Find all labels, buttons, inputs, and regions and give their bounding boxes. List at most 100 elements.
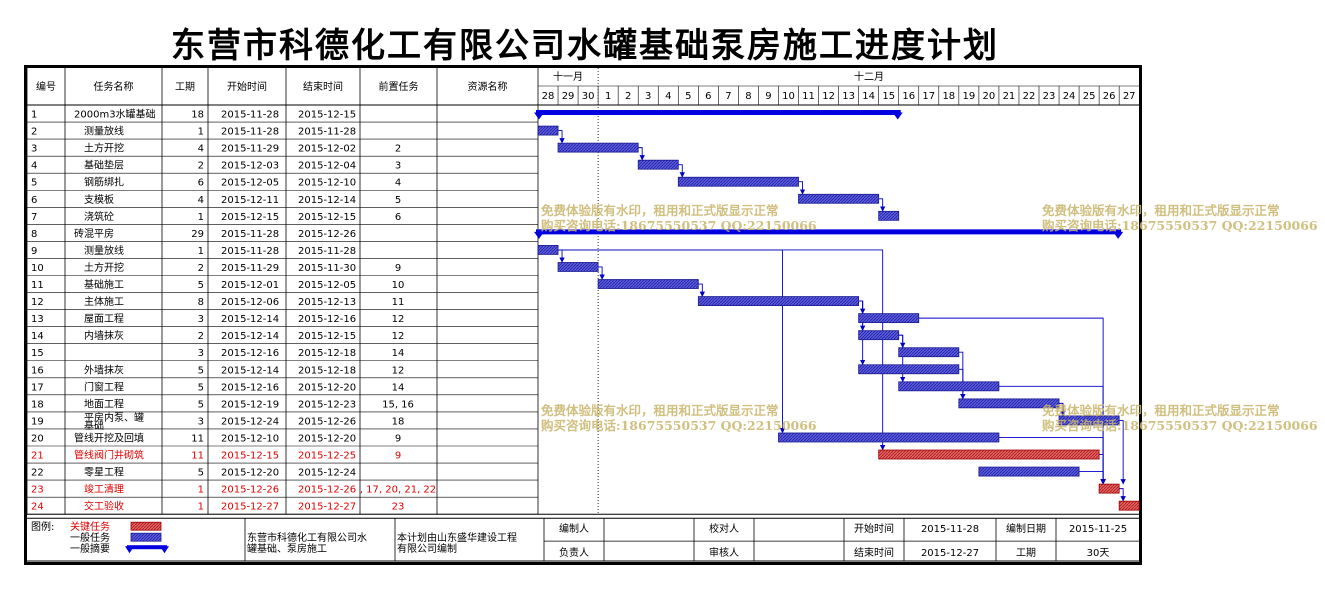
task-bar (557, 262, 599, 272)
task-end: 2015-12-25 (298, 451, 356, 462)
month-label: 十一月 (553, 70, 583, 83)
task-start: 2015-12-19 (221, 399, 279, 410)
task-predecessor: 14 (392, 348, 405, 359)
task-id: 23 (31, 485, 44, 496)
task-duration: 2 (198, 161, 204, 172)
dependency-link (558, 130, 565, 144)
task-start: 2015-12-24 (221, 416, 279, 427)
task-id: 12 (31, 297, 44, 308)
task-name: 基础 (84, 419, 104, 432)
end-label: 结束时间 (854, 546, 894, 559)
task-name: 竣工清理 (84, 483, 124, 496)
task-bar (778, 432, 1000, 443)
task-name: 管线阀门井砌筑 (74, 449, 144, 462)
task-duration: 5 (198, 365, 204, 376)
task-duration: 11 (191, 451, 204, 462)
col-header-duration: 工期 (175, 81, 195, 93)
task-name: 土方开挖 (84, 142, 124, 155)
legend-summary-swatch (127, 545, 167, 550)
day-label: 23 (1043, 91, 1056, 102)
duration-label: 工期 (1016, 547, 1036, 559)
task-predecessor: 3 (395, 161, 401, 172)
dependency-link (698, 283, 706, 297)
dependency-link (1059, 402, 1066, 417)
day-label: 20 (983, 91, 996, 102)
day-label: 29 (562, 91, 575, 102)
day-label: 8 (745, 91, 751, 102)
day-label: 22 (1023, 91, 1036, 102)
task-id: 7 (31, 212, 37, 223)
task-predecessor: 4 (395, 178, 401, 189)
task-id: 21 (31, 451, 44, 462)
duration-value: 30天 (1087, 548, 1110, 559)
task-duration: 4 (198, 195, 204, 206)
task-end: 2015-12-23 (298, 399, 356, 410)
task-end: 2015-12-13 (298, 297, 356, 308)
task-duration: 18 (191, 110, 204, 121)
task-predecessor: 12 (392, 365, 405, 376)
day-label: 17 (922, 91, 935, 102)
legend-summary-label: 一般摘要 (70, 542, 110, 555)
task-name: 交工验收 (84, 500, 124, 513)
task-predecessor: 5 (395, 195, 401, 206)
task-duration: 11 (191, 433, 204, 444)
day-label: 19 (962, 91, 975, 102)
task-duration: 2 (198, 263, 204, 274)
task-duration: 6 (198, 178, 204, 189)
dependency-link (1099, 454, 1106, 485)
task-end: 2015-12-16 (298, 314, 356, 325)
task-duration: 5 (198, 382, 204, 393)
task-end: 2015-12-24 (298, 468, 356, 479)
day-label: 27 (1123, 91, 1136, 102)
task-bar (958, 398, 1060, 409)
footer-note: 本计划由山东盛华建设工程 (397, 531, 517, 544)
task-duration: 5 (198, 280, 204, 291)
task-start: 2015-12-26 (221, 485, 279, 496)
day-label: 4 (665, 91, 671, 102)
month-label: 十二月 (854, 70, 884, 83)
task-bar (537, 245, 559, 255)
day-label: 30 (582, 91, 595, 102)
critical-task-bar (878, 449, 1100, 460)
task-bar (898, 347, 960, 358)
task-name: 管线开挖及回填 (74, 431, 144, 444)
task-end: 2015-11-30 (298, 263, 356, 274)
day-label: 25 (1083, 91, 1096, 102)
day-label: 28 (542, 91, 555, 102)
summary-bar-end (534, 231, 544, 239)
task-name: 土方开挖 (84, 261, 124, 274)
task-name: 外墙抹灰 (84, 363, 124, 376)
task-id: 4 (31, 161, 37, 172)
watermark: 免费体验版有水印，租用和正式版显示正常购买咨询电话:18675550537 QQ… (541, 203, 817, 233)
task-end: 2015-12-05 (298, 280, 356, 291)
reviewer-label: 审核人 (709, 546, 739, 559)
task-id: 5 (31, 178, 37, 189)
dependency-link (1079, 471, 1106, 485)
task-name: 屋面工程 (84, 313, 124, 325)
col-header-name: 任务名称 (94, 80, 134, 93)
dependency-link (598, 266, 605, 280)
task-end: 2015-12-26 (298, 416, 356, 427)
task-id: 13 (31, 314, 44, 325)
task-end: 2015-12-15 (298, 110, 356, 121)
task-id: 16 (31, 365, 44, 376)
task-start: 2015-11-28 (221, 127, 279, 138)
task-duration: 3 (198, 314, 204, 325)
dependency-link (858, 300, 866, 315)
task-duration: 8 (198, 297, 204, 308)
dependency-link (1119, 419, 1126, 485)
task-duration: 1 (198, 246, 204, 257)
task-predecessor: 12 (392, 331, 405, 342)
day-label: 2 (625, 91, 631, 102)
legend-normal-label: 一般任务 (70, 531, 110, 544)
task-id: 9 (31, 246, 37, 257)
task-id: 6 (31, 195, 37, 206)
task-start: 2015-12-03 (221, 161, 279, 172)
summary-bar-end (1113, 231, 1124, 239)
col-header-pred: 前置任务 (379, 80, 419, 93)
page-title: 东营市科德化工有限公司水罐基础泵房施工进度计划 (171, 26, 999, 66)
task-start: 2015-11-28 (221, 229, 279, 240)
schedule-frame (24, 65, 1142, 565)
task-end: 2015-12-20 (298, 382, 356, 393)
task-duration: 1 (198, 485, 204, 496)
